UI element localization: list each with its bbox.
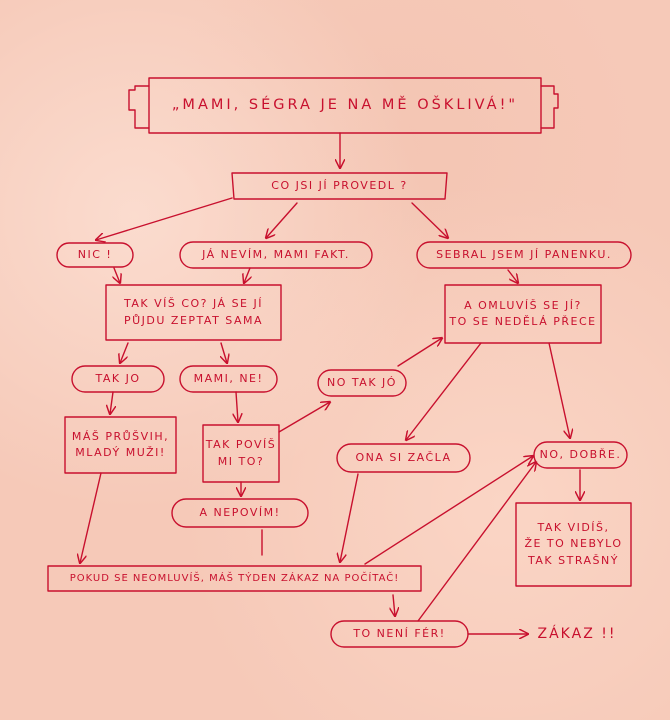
answer-mami-ne: MAMI, NE! <box>193 371 264 385</box>
box-pokud <box>47 565 422 592</box>
arrow-q1-panenka <box>411 202 448 238</box>
answer-a-nepovim: A NEPOVÍM! <box>199 505 281 519</box>
arrow-onazacla-pokud <box>340 473 359 562</box>
arrow-pokud-nenifer <box>393 594 395 616</box>
arrow-nic-zeptat <box>114 267 120 283</box>
ellipse-notakjo <box>317 369 407 397</box>
ellipse-panenka <box>416 241 632 269</box>
arrow-omluvis-onazacla <box>406 342 482 440</box>
arrow-pokud-nodobre <box>364 456 533 565</box>
result-tak-vidis: TAK VIDÍŠ, ŽE TO NEBYLO TAK STRAŠNÝ <box>524 520 623 567</box>
answer-ona-si-zacla: ONA SI ZAČLA <box>355 450 452 464</box>
arrow-nenifer-nodobre <box>417 462 536 622</box>
arrow-nevim-zeptat <box>244 267 250 283</box>
box-q1 <box>231 172 448 200</box>
result-zakaz-pocitac: POKUD SE NEOMLUVÍŠ, MÁŠ TÝDEN ZÁKAZ NA P… <box>69 573 400 584</box>
banner-fold-right <box>540 85 559 129</box>
ellipse-mamine <box>179 365 278 393</box>
answer-neni-fer: TO NENÍ FÉR! <box>353 626 446 640</box>
answer-sebral-panenku: SEBRAL JSEM JÍ PANENKU. <box>436 247 612 261</box>
arrow-mamine-povis <box>236 391 238 422</box>
arrow-prusvih-pokud <box>80 472 102 563</box>
question-co-jsi-ji-provedl: CO JSI JÍ PROVEDL ? <box>271 178 408 192</box>
ellipse-nic <box>56 242 134 268</box>
box-zeptat <box>105 284 282 341</box>
box-omluvis <box>444 284 602 344</box>
arrow-notakjo-omluvis <box>397 338 442 367</box>
ellipse-nepovim <box>171 498 309 528</box>
result-prusvih: MÁŠ PRŮŠVIH, MLADÝ MUŽI! <box>71 429 170 460</box>
question-omluvis-se: A OMLUVÍŠ SE JÍ? TO SE NEDĚLÁ PŘECE <box>449 298 597 329</box>
arrow-q1-nic <box>96 197 233 240</box>
answer-no-dobre: NO, DOBŘE. <box>539 447 622 461</box>
page-title: „MAMI, SÉGRA JE NA MĚ OŠKLIVÁ!" <box>171 96 519 113</box>
question-povis-mi-to: TAK POVÍŠ MI TO? <box>205 438 277 468</box>
answer-nevim: JÁ NEVÍM, MAMI FAKT. <box>202 247 350 261</box>
box-povis <box>202 424 280 483</box>
arrow-q1-nevim <box>266 202 298 238</box>
arrow-panenka-omluvis <box>507 269 518 283</box>
ellipse-onazacla <box>336 443 471 473</box>
ellipse-nevim <box>179 241 373 269</box>
arrow-takjo-prusvih <box>110 391 113 414</box>
arrow-povis-notakjo <box>278 402 330 433</box>
question-zeptat-sama: TAK VÍŠ CO? JÁ SE JÍ PŮJDU ZEPTAT SAMA <box>123 297 264 327</box>
box-takvidis <box>515 502 632 587</box>
result-zakaz: ZÁKAZ !! <box>537 625 617 642</box>
title-banner <box>148 77 542 134</box>
box-prusvih <box>64 416 177 474</box>
ellipse-takjo <box>71 365 165 393</box>
arrow-zeptat-mamine <box>221 342 227 363</box>
arrow-zeptat-takjo <box>120 342 129 363</box>
answer-nic: NIC ! <box>77 247 113 261</box>
answer-no-tak-jo: NO TAK JÓ <box>327 375 397 389</box>
banner-fold-left <box>128 85 150 129</box>
arrow-omluvis-nodobre <box>548 342 570 438</box>
answer-tak-jo: TAK JO <box>95 371 141 385</box>
